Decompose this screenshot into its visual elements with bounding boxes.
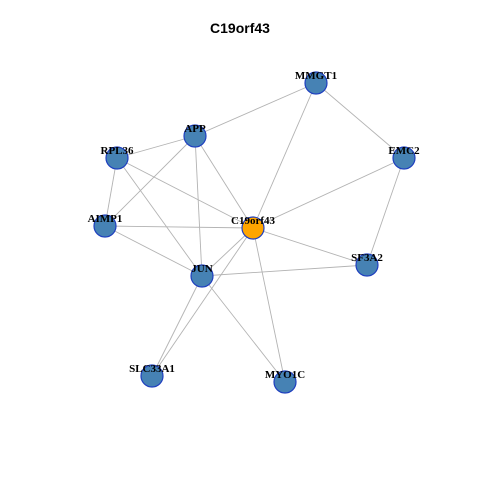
node-rpl36[interactable]: RPL36 [101, 145, 135, 170]
node-label: MYO1C [265, 369, 305, 381]
node-circle[interactable] [140, 364, 164, 388]
node-emc2[interactable]: EMC2 [388, 145, 420, 170]
node-circle[interactable] [355, 253, 379, 277]
node-circle[interactable] [105, 146, 129, 170]
edge-rpl36-c19orf43 [116, 157, 254, 229]
edge-mmgt1-c19orf43 [252, 82, 317, 229]
edge-app-c19orf43 [194, 135, 254, 229]
node-c19orf43[interactable]: C19orf43 [231, 215, 275, 240]
edge-emc2-c19orf43 [252, 157, 405, 229]
node-label: SLC33A1 [129, 363, 175, 375]
node-myo1c[interactable]: MYO1C [265, 369, 305, 394]
node-slc33a1[interactable]: SLC33A1 [129, 363, 175, 388]
node-label: SF3A2 [351, 252, 383, 264]
edge-c19orf43-jun [201, 227, 254, 277]
edge-c19orf43-sf3a2 [252, 227, 368, 266]
node-circle[interactable] [183, 124, 207, 148]
node-label: RPL36 [101, 145, 135, 157]
node-circle[interactable] [304, 71, 328, 95]
node-label: AIMP1 [88, 213, 123, 225]
edge-emc2-sf3a2 [366, 157, 405, 266]
node-circle[interactable] [392, 146, 416, 170]
node-mmgt1[interactable]: MMGT1 [295, 70, 337, 95]
edge-c19orf43-myo1c [252, 227, 286, 383]
node-circle[interactable] [273, 370, 297, 394]
node-label: APP [184, 123, 206, 135]
node-circle[interactable] [241, 216, 265, 240]
edge-mmgt1-emc2 [315, 82, 405, 159]
node-label: MMGT1 [295, 70, 337, 82]
edge-aimp1-c19orf43 [104, 225, 254, 229]
node-sf3a2[interactable]: SF3A2 [351, 252, 383, 277]
diagram-title: C19orf43 [210, 20, 270, 36]
edge-jun-sf3a2 [201, 264, 368, 277]
node-jun[interactable]: JUN [190, 263, 214, 288]
edge-rpl36-jun [116, 157, 203, 277]
edge-app-mmgt1 [194, 82, 317, 137]
edge-app-jun [194, 135, 203, 277]
edge-aimp1-jun [104, 225, 203, 277]
node-label: C19orf43 [231, 215, 275, 227]
node-circle[interactable] [93, 214, 117, 238]
node-circle[interactable] [190, 264, 214, 288]
node-aimp1[interactable]: AIMP1 [88, 213, 123, 238]
node-app[interactable]: APP [183, 123, 207, 148]
node-label: EMC2 [388, 145, 420, 157]
edge-jun-slc33a1 [151, 275, 203, 377]
edge-app-rpl36 [116, 135, 196, 159]
edge-c19orf43-slc33a1 [151, 227, 254, 377]
edge-app-aimp1 [104, 135, 196, 227]
node-label: JUN [191, 263, 212, 275]
edge-jun-myo1c [201, 275, 286, 383]
edges-layer [104, 82, 405, 383]
